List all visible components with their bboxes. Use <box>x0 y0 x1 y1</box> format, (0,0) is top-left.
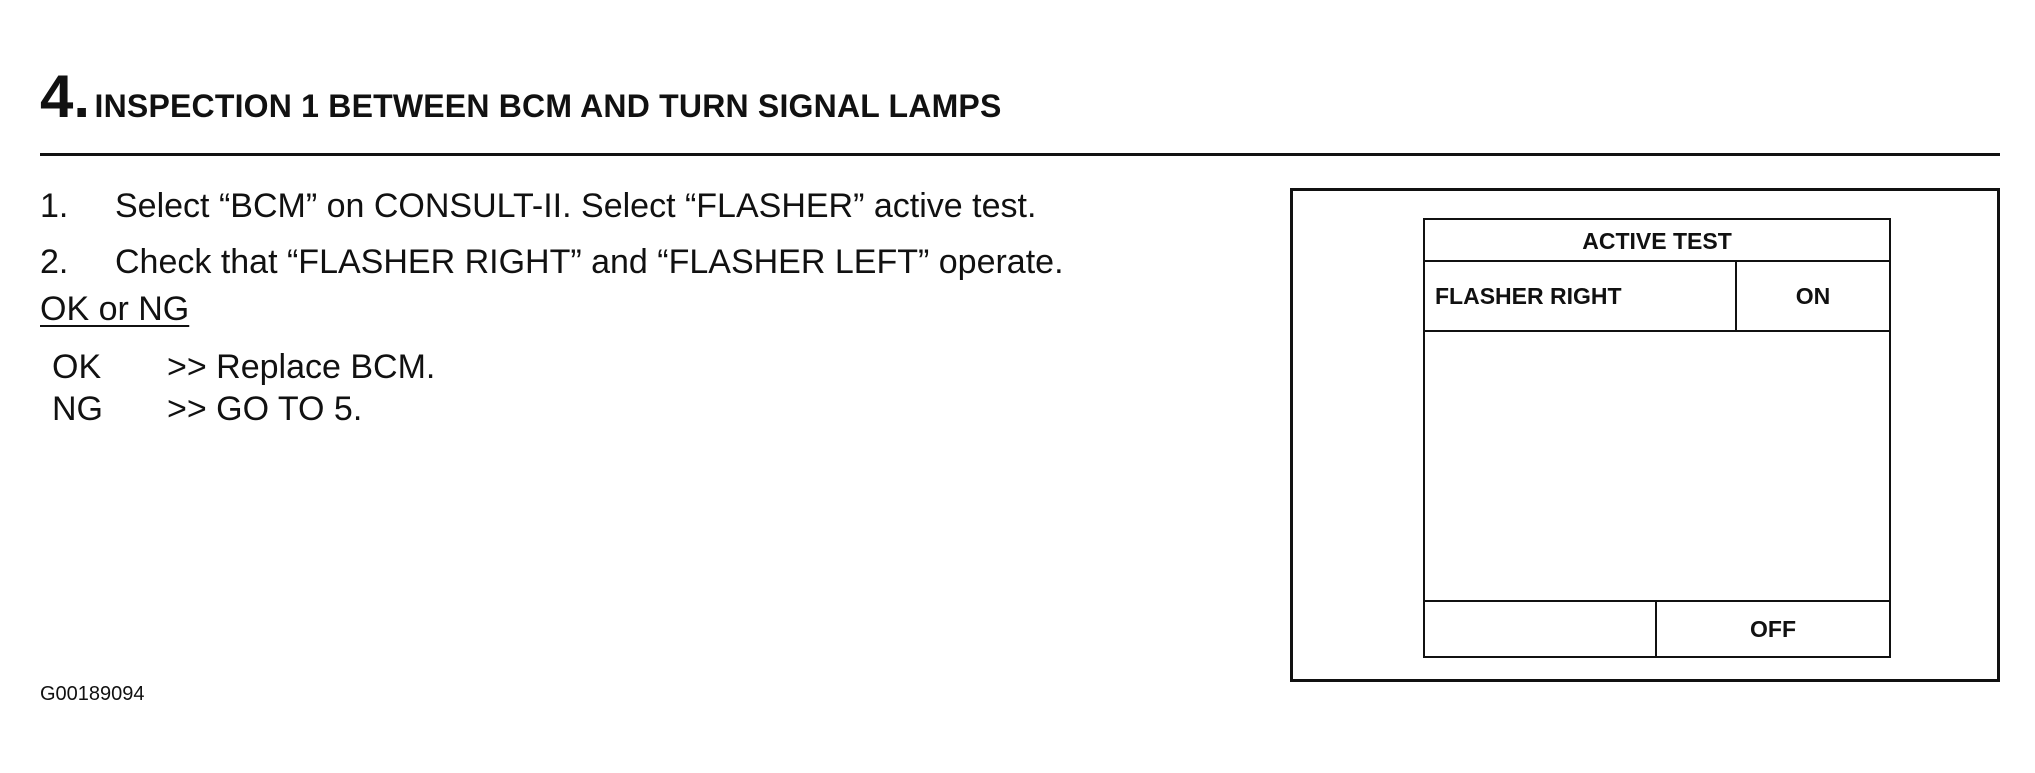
result-action: >> Replace BCM. <box>167 348 436 386</box>
result-code: NG <box>52 390 103 428</box>
procedure-steps: 1. Select “BCM” on CONSULT-II. Select “FL… <box>40 178 1064 290</box>
section-number: 4. <box>40 63 91 130</box>
screen-button-row: OFF <box>1425 600 1889 656</box>
item-divider <box>1735 262 1737 330</box>
off-button[interactable]: OFF <box>1750 616 1796 642</box>
result-code: OK <box>52 348 102 386</box>
result-list: OK >> Replace BCM. NG >> GO TO 5. <box>52 346 435 430</box>
consult-screen: ACTIVE TEST FLASHER RIGHT ON OFF <box>1423 218 1891 658</box>
result-item: NG >> GO TO 5. <box>52 388 435 430</box>
result-action: >> GO TO 5. <box>167 390 363 428</box>
test-item-row: FLASHER RIGHT ON <box>1425 262 1889 332</box>
step-text: Select “BCM” on CONSULT-II. Select “FLAS… <box>115 187 1037 225</box>
step-item: 1. Select “BCM” on CONSULT-II. Select “FL… <box>40 178 1064 234</box>
screen-title: ACTIVE TEST <box>1425 220 1889 262</box>
step-item: 2. Check that “FLASHER RIGHT” and “FLASHE… <box>40 234 1064 290</box>
step-number: 2. <box>40 243 69 281</box>
figure-id: G00189094 <box>40 683 145 705</box>
heading-rule <box>40 153 2000 156</box>
step-text: Check that “FLASHER RIGHT” and “FLASHER … <box>115 243 1064 281</box>
ok-or-ng-label: OK or NG <box>40 290 190 328</box>
step-number: 1. <box>40 187 69 225</box>
figure-frame <box>1290 188 2000 682</box>
section-heading: 4. INSPECTION 1 BETWEEN BCM AND TURN SIG… <box>40 62 1002 131</box>
test-item-name: FLASHER RIGHT <box>1435 283 1622 309</box>
result-item: OK >> Replace BCM. <box>52 346 435 388</box>
test-item-value: ON <box>1795 283 1831 309</box>
section-title: INSPECTION 1 BETWEEN BCM AND TURN SIGNAL… <box>94 88 1002 124</box>
blank-button[interactable] <box>1425 602 1657 656</box>
